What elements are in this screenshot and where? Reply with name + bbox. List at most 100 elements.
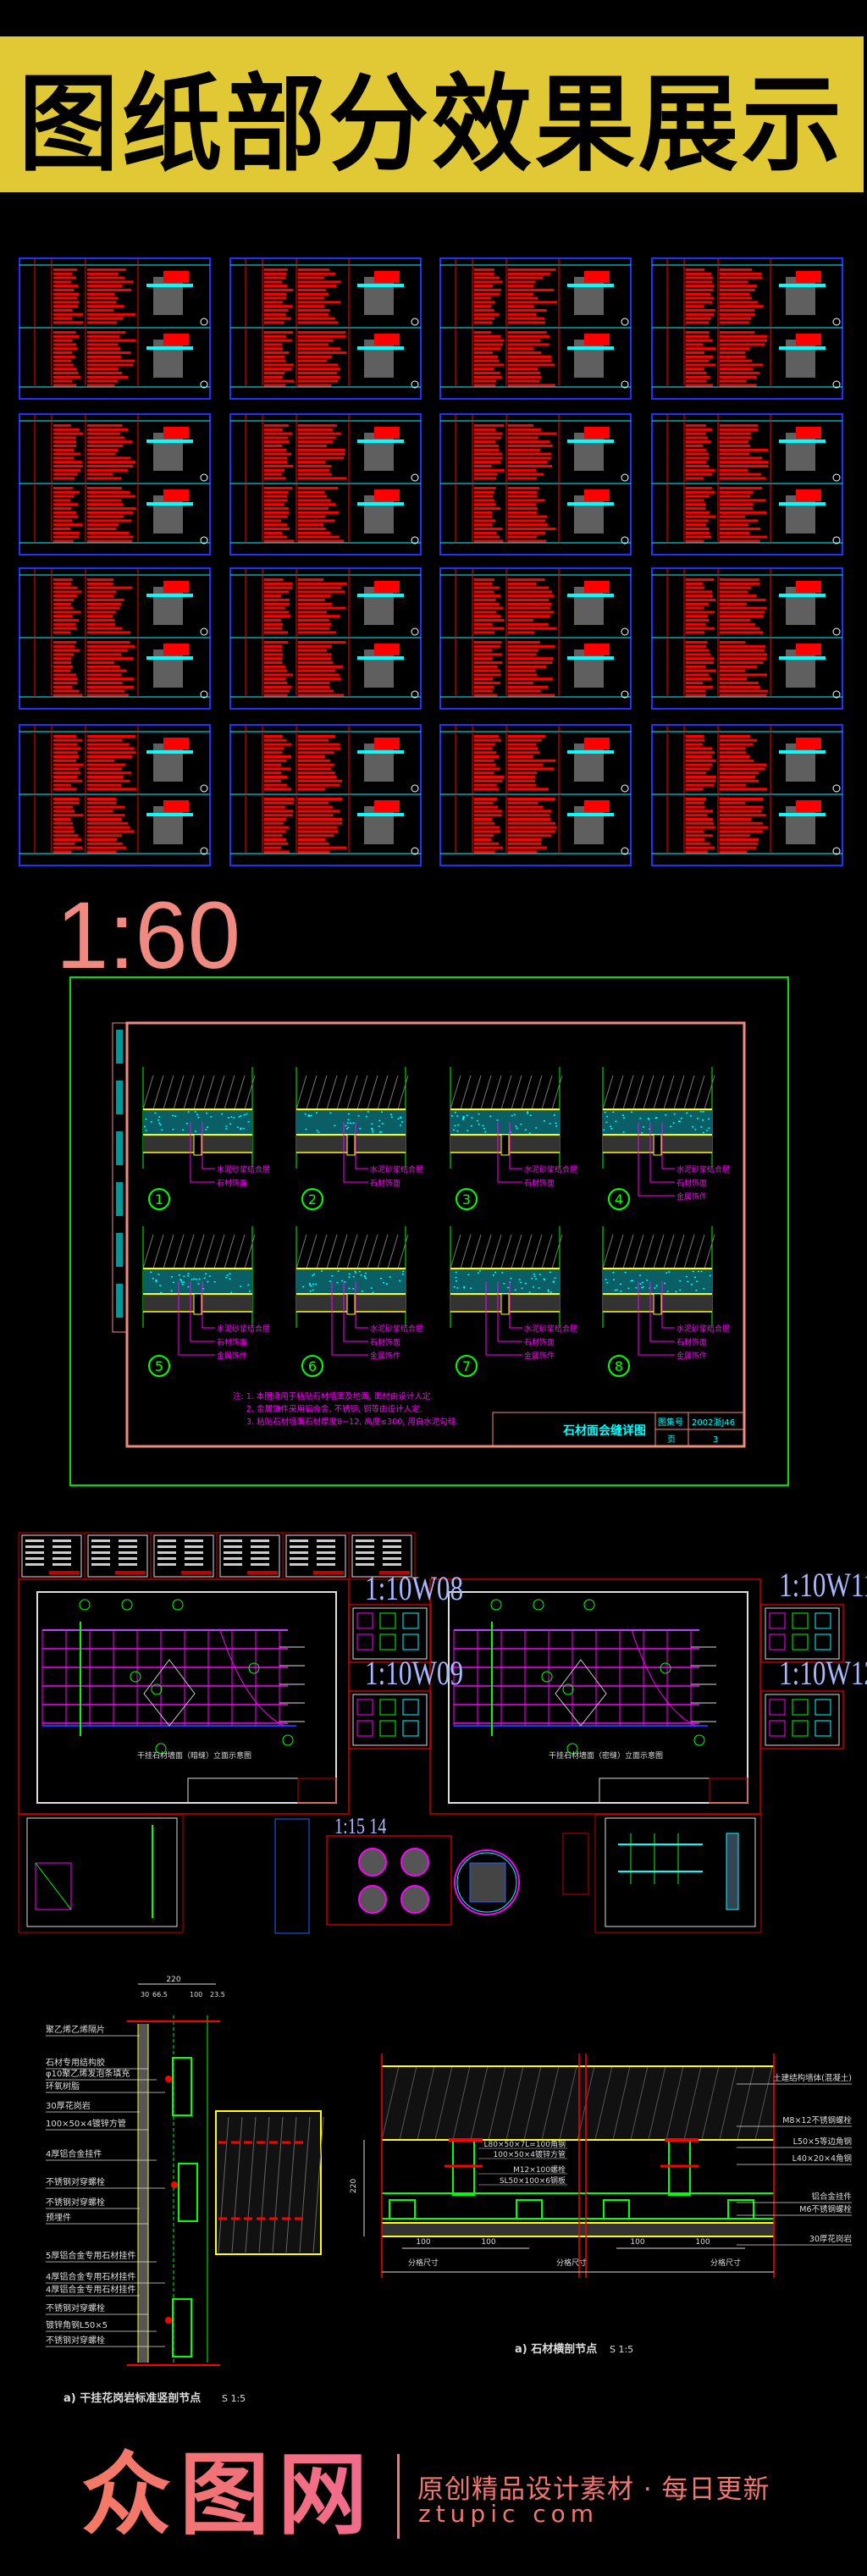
text-line (686, 814, 708, 817)
text-line (686, 657, 715, 661)
text-line (298, 368, 340, 371)
text-line (720, 507, 754, 510)
text-line (474, 657, 493, 661)
text-line (53, 379, 73, 383)
text-line (508, 515, 548, 518)
text-line (686, 499, 704, 502)
text-line (720, 694, 767, 697)
wall-hatch (367, 1234, 378, 1269)
joint (193, 1293, 202, 1315)
text-line (720, 436, 752, 439)
bracket (172, 2057, 192, 2116)
text-line (264, 599, 290, 601)
text-line (720, 448, 768, 451)
detail-sketch (815, 1633, 831, 1650)
section-line (357, 656, 404, 660)
text-line (686, 798, 706, 800)
text-line (474, 619, 505, 622)
text-line (474, 606, 504, 610)
mortar-speck (494, 1271, 496, 1274)
mortar-speck (370, 1287, 373, 1289)
detail-sketch (379, 1699, 396, 1716)
mortar-speck (242, 1127, 245, 1130)
text-line (720, 641, 746, 644)
mortar-speck (605, 1115, 608, 1118)
text-line (298, 743, 340, 746)
detail-number-circle (301, 1355, 323, 1377)
detail-label: 水泥砂浆结合层 (370, 1164, 423, 1175)
text-line (298, 846, 347, 849)
text-line (686, 461, 707, 464)
mortar-layer (143, 1109, 252, 1135)
text-line (686, 359, 710, 362)
mortar-speck (462, 1115, 465, 1118)
text-line (53, 669, 71, 672)
detail-number (621, 473, 629, 482)
mortar-speck (348, 1276, 351, 1278)
text-line (53, 334, 80, 338)
text-line (53, 743, 77, 746)
section-hatch (364, 433, 394, 471)
text-line (508, 432, 557, 435)
text-line (264, 535, 287, 539)
joint (346, 1293, 356, 1315)
mortar-speck (462, 1119, 465, 1120)
text-line (298, 280, 341, 284)
side-tabs (112, 1022, 127, 1333)
wall-hatch (531, 1075, 543, 1110)
mortar-speck (308, 1283, 311, 1285)
concrete-hatch (299, 2116, 311, 2253)
text-line (264, 682, 288, 684)
logo-slogan: 原创精品设计素材 · 每日更新 (417, 2474, 770, 2505)
text-line (474, 826, 500, 829)
text-line (53, 738, 83, 742)
text-line (508, 276, 544, 279)
text-line (53, 798, 80, 800)
section-line (779, 813, 826, 816)
text-line (53, 649, 80, 652)
text-line (25, 1551, 44, 1554)
text-line (720, 309, 755, 312)
concrete-hatch (312, 2116, 324, 2253)
text-line (474, 528, 503, 530)
mortar-speck (632, 1280, 634, 1282)
text-line (508, 280, 536, 284)
wall-hatch (142, 1234, 154, 1269)
mortar-speck (641, 1281, 643, 1284)
mortar-speck (700, 1270, 703, 1273)
text-line (720, 343, 765, 346)
bracket (172, 2298, 192, 2358)
text-line (251, 1540, 269, 1542)
text-line (720, 535, 768, 539)
text-line (686, 694, 706, 697)
text-line (508, 611, 555, 614)
wall-hatch (653, 1234, 665, 1269)
text-line (508, 653, 537, 656)
drawing-thumbnail (439, 257, 632, 400)
text-line (686, 448, 707, 451)
text-line (508, 272, 551, 275)
text-line (474, 468, 505, 472)
text-line (87, 846, 126, 849)
text-line (686, 495, 710, 498)
wall-hatch (541, 1234, 553, 1269)
mini-sheet-border (219, 1534, 280, 1578)
mortar-speck (226, 1274, 229, 1276)
mortar-speck (554, 1114, 556, 1116)
text-line (686, 465, 710, 467)
sheet-border (651, 257, 843, 400)
sheet-border (439, 724, 632, 866)
mortar-speck (693, 1276, 696, 1279)
text-line (474, 331, 492, 334)
text-line (720, 468, 748, 472)
mortar-speck (503, 1283, 505, 1285)
text-line (508, 767, 555, 771)
text-line (87, 461, 136, 464)
text-line (264, 747, 284, 750)
text-line (686, 351, 704, 354)
detail-sketch (769, 1720, 786, 1737)
wall-hatch (643, 1234, 654, 1269)
text-line (298, 582, 347, 585)
text-line (474, 343, 504, 346)
mortar-speck (193, 1278, 196, 1280)
